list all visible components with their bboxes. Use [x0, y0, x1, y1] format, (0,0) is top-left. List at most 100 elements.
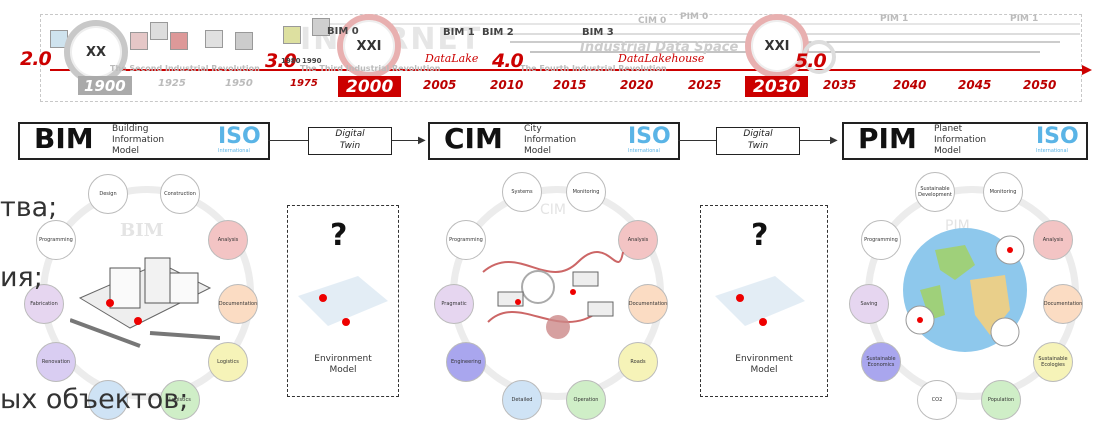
century-badge: XX — [64, 20, 128, 84]
connector-line — [392, 140, 422, 141]
thumb-icon — [205, 30, 223, 48]
version-marker: 2.0 — [20, 48, 52, 70]
year-label: 2005 — [423, 78, 457, 92]
wheel-node: Population — [981, 380, 1021, 420]
faded-century-ring — [802, 40, 836, 74]
wheel-node: Documentation — [628, 284, 668, 324]
connector-line — [268, 140, 308, 141]
wheel-node: Systems — [502, 172, 542, 212]
track-label: BIM 0 — [327, 26, 359, 37]
wheel-node: Monitoring — [566, 172, 606, 212]
wheel-node: Fabrication — [24, 284, 64, 324]
track-label: BIM 3 — [582, 27, 614, 38]
russian-text-fragment: тва; — [0, 192, 58, 223]
track-label: BIM 1 — [443, 27, 475, 38]
track-label: PIM 0 — [680, 12, 709, 22]
wheel-node: Detailed — [502, 380, 542, 420]
iso-logo: ISO International — [1036, 124, 1079, 155]
year-small: 1990 — [302, 57, 322, 65]
wheel-node: Analysis — [1033, 220, 1073, 260]
thumb-icon — [235, 32, 253, 50]
year-label: 1950 — [225, 78, 253, 89]
year-label: 2035 — [823, 78, 857, 92]
thumb-icon — [150, 22, 168, 40]
year-highlight: 2000 — [338, 76, 402, 97]
wheel-watermark: BIM — [120, 220, 164, 241]
year-label: 2040 — [893, 78, 927, 92]
track-label: BIM 2 — [482, 27, 514, 38]
revolution-caption: The Fourth Industrial Revolution — [520, 64, 667, 73]
year-label: 2020 — [620, 78, 654, 92]
timeline: INTERNET XX XXI XXI 2.0 3.0 4.0 5.0 The … — [0, 0, 1100, 110]
version-marker: 3.0 — [265, 50, 297, 72]
thumb-icon — [283, 26, 301, 44]
revolution-caption: The Second Industrial Revolution — [110, 64, 260, 73]
city-illustration — [482, 251, 624, 339]
model-abbr: BIM — [34, 122, 94, 155]
wheel-node: Sustainable Economics — [861, 342, 901, 382]
revolution-caption: The Third Industrial Revolution — [300, 64, 441, 73]
russian-text-fragment: ия; — [0, 262, 43, 293]
iso-logo: ISO International — [218, 124, 261, 155]
wheel-node: Saving — [849, 284, 889, 324]
wheel-node: Construction — [160, 174, 200, 214]
wheel-node: Monitoring — [983, 172, 1023, 212]
arrow-right-icon: ▶ — [418, 135, 426, 146]
wheel-node: Analysis — [208, 220, 248, 260]
track-label: PIM 1 — [1010, 14, 1039, 24]
thumb-icon — [312, 18, 330, 36]
wheel-watermark: CIM — [540, 202, 566, 218]
cim-wheel: CIM Systems Monitoring Analysis Document… — [430, 168, 680, 430]
wheel-node: CO2 — [917, 380, 957, 420]
track-label: CIM 0 — [638, 16, 667, 26]
version-marker: 5.0 — [795, 50, 827, 72]
wheel-node: Documentation — [1043, 284, 1083, 324]
century-badge: XXI — [337, 14, 401, 78]
wheel-node: Engineering — [446, 342, 486, 382]
question-mark: ? — [330, 218, 348, 253]
environment-sketch — [715, 276, 805, 326]
arrow-right-icon: ▶ — [830, 135, 838, 146]
year-label: 2050 — [1023, 78, 1057, 92]
environment-sketch — [298, 276, 388, 326]
iso-logo: ISO International — [628, 124, 671, 155]
wheel-node: Programming — [36, 220, 76, 260]
wheel-node: Sustainable Ecologies — [1033, 342, 1073, 382]
globe-illustration — [903, 228, 1027, 352]
thumb-icon — [170, 32, 188, 50]
bim-wheel: BIM Design Construction Analysis Documen… — [20, 168, 270, 430]
wheel-node — [88, 380, 128, 420]
russian-text-fragment: ых объектов; — [0, 384, 189, 415]
industrial-data-space: Industrial Data Space — [580, 40, 739, 55]
version-marker: 4.0 — [492, 50, 524, 72]
datalakehouse-label: DataLakehouse — [618, 52, 705, 65]
year-label: 2015 — [553, 78, 587, 92]
building-illustration — [70, 257, 220, 348]
year-label: 1975 — [290, 78, 318, 89]
wheel-node: Programming — [861, 220, 901, 260]
connector-line — [678, 140, 716, 141]
year-label: 2025 — [688, 78, 722, 92]
wheel-node: Roads — [618, 342, 658, 382]
year-label: 1925 — [158, 78, 186, 89]
timeline-frame — [40, 14, 1082, 102]
year-label: 2045 — [958, 78, 992, 92]
timeline-axis — [50, 65, 1092, 75]
question-mark: ? — [751, 218, 769, 253]
year-highlight: 2030 — [745, 76, 809, 97]
wheel-node: Logistics — [208, 342, 248, 382]
wheel-node: Renovation — [36, 342, 76, 382]
wheel-node: Logistics — [160, 380, 200, 420]
wheel-node: Sustainable Development — [915, 172, 955, 212]
wheel-node: Documentation — [218, 284, 258, 324]
year-small: 1980 — [281, 57, 301, 65]
